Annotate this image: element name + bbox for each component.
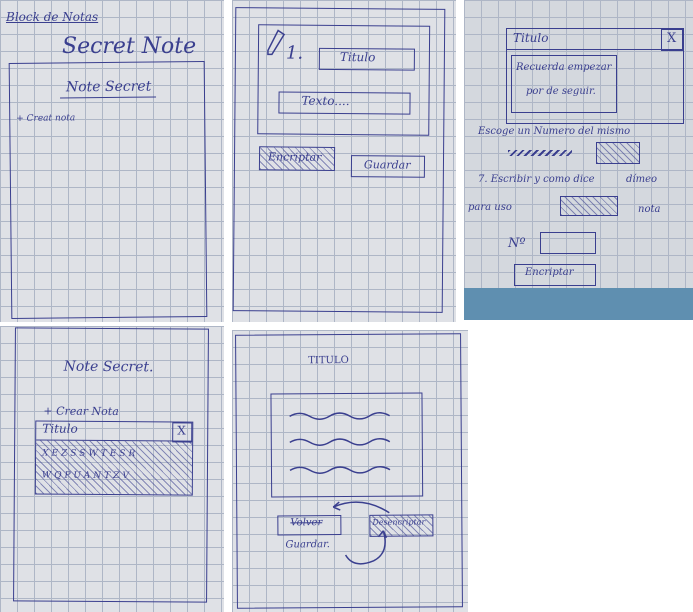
instruction-line-2-tail: dímeo [626, 174, 658, 185]
note-title: TITULO [308, 354, 349, 367]
encrypt-submit-button[interactable]: Encriptar [514, 264, 596, 286]
number-label: Nº [508, 236, 526, 251]
key-field[interactable] [560, 196, 618, 216]
message-box: Recuerda empezar por de seguir. [511, 55, 617, 113]
decrypt-button[interactable]: Desencriptar [369, 514, 434, 537]
encrypt-button[interactable]: Encriptar [258, 146, 336, 171]
save-button[interactable]: Guardar [350, 155, 426, 178]
cipher-row-1: XEZSSWTESR [42, 448, 139, 460]
note-title: Titulo [42, 421, 78, 436]
sketch-panel-encrypted-note: Note Secret. + Crear Nota Titulo X XEZSS… [0, 326, 224, 612]
note-card: Titulo X XEZSSWTESR WQPUANTZV [34, 420, 194, 496]
back-button[interactable]: Volver [277, 515, 342, 536]
app-title: Secret Note [62, 34, 197, 59]
phone-screen: Note Secret. + Crear Nota Titulo X XEZSS… [13, 327, 209, 603]
create-note-button[interactable]: + Crear Nota [43, 404, 119, 419]
sketch-panel-home: Block de Notas Secret Note Note Secret +… [0, 0, 224, 322]
dialog-window: Titulo X Recuerda empezar por de seguir. [506, 28, 684, 124]
phone-screen: Note Secret + Creat nota [8, 60, 208, 320]
save-label[interactable]: Guardar. [285, 539, 330, 551]
create-note-button[interactable]: + Creat nota [16, 113, 76, 124]
instruction-line-2: 7. Escribir y como dice [478, 174, 595, 185]
screen-title: Note Secret. [63, 358, 154, 376]
sketch-panel-encrypt-dialog: Titulo X Recuerda empezar por de seguir.… [464, 0, 693, 320]
sketch-panel-new-note: 1. Titulo Texto.... Encriptar Guardar [232, 0, 456, 322]
title-input[interactable]: Titulo [318, 47, 415, 71]
message-line-1: Recuerda empezar [516, 62, 612, 73]
note-form: Titulo Texto.... [257, 24, 431, 136]
cipher-row-2: WQPUANTZV [41, 470, 132, 482]
phone-screen: TITULO Volver Desencriptar Guardar. [235, 333, 463, 609]
notebook-label: Block de Notas [6, 10, 99, 24]
close-button[interactable]: X [172, 422, 193, 443]
text-input[interactable]: Texto.... [278, 91, 411, 115]
sketch-panel-view-note: TITULO Volver Desencriptar Guardar. [232, 330, 468, 612]
instruction-line-1: Escoge un Numero del mismo [478, 126, 631, 137]
encrypted-content: XEZSSWTESR WQPUANTZV [35, 440, 193, 495]
instruction-line-3b: nota [638, 204, 661, 215]
number-input[interactable] [540, 232, 596, 254]
instruction-line-3a: para uso [468, 202, 512, 213]
close-button[interactable]: X [661, 29, 683, 51]
pencil-icon [267, 29, 286, 56]
table-edge [464, 288, 693, 320]
screen-title: Note Secret [65, 78, 152, 96]
message-line-2: por de seguir. [526, 86, 596, 97]
dialog-title: Titulo [513, 31, 549, 45]
phone-screen: 1. Titulo Texto.... Encriptar Guardar [232, 7, 446, 313]
note-text-lines [289, 412, 391, 474]
note-content-box [270, 392, 424, 498]
number-selector[interactable] [596, 142, 640, 164]
